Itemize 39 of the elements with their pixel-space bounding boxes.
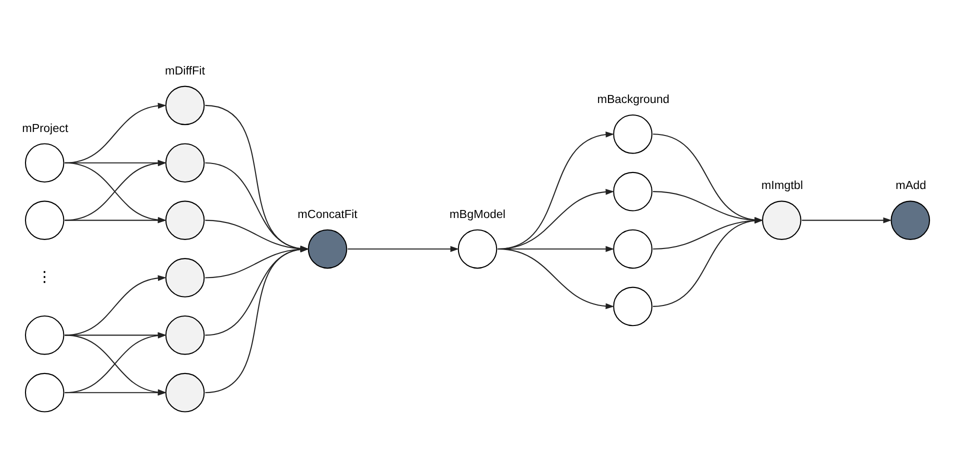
arrow [205,104,309,252]
arrow [205,246,309,393]
node-circle [24,142,64,182]
node-circle [613,114,652,154]
arrow [64,274,166,336]
arrow [64,102,166,163]
node-label: mProject [22,121,68,134]
arrow [64,332,166,338]
node-circle [24,315,64,354]
node-circle [24,200,64,240]
node-circle [165,258,205,297]
arrow [498,188,614,250]
arrow [348,246,459,252]
node-label: mAdd [896,178,926,192]
node-circle [165,142,205,182]
node-circle [165,372,205,412]
node-circle [890,200,930,240]
arrow [205,162,309,252]
node-circle [613,228,652,268]
node-circle [458,228,498,268]
arrow [205,219,309,252]
arrow [205,246,309,336]
node-circle [762,200,802,240]
node-label: mConcatFit [298,207,358,220]
arrow [205,246,309,278]
node-circle [613,286,652,326]
node-circle [165,200,205,240]
arrow [498,131,614,250]
node-label: mBgModel [450,207,506,220]
node-circle [308,228,348,268]
node-circle [165,315,205,354]
node-circle [165,85,205,125]
node-label: mBackground [597,92,670,106]
node-circle [613,171,652,211]
label: ⋮ [37,269,52,286]
node-label: mImgtbl [761,178,804,192]
node-label: mDiffFit [164,64,206,77]
node-circle [24,372,64,412]
arrow [802,216,892,223]
